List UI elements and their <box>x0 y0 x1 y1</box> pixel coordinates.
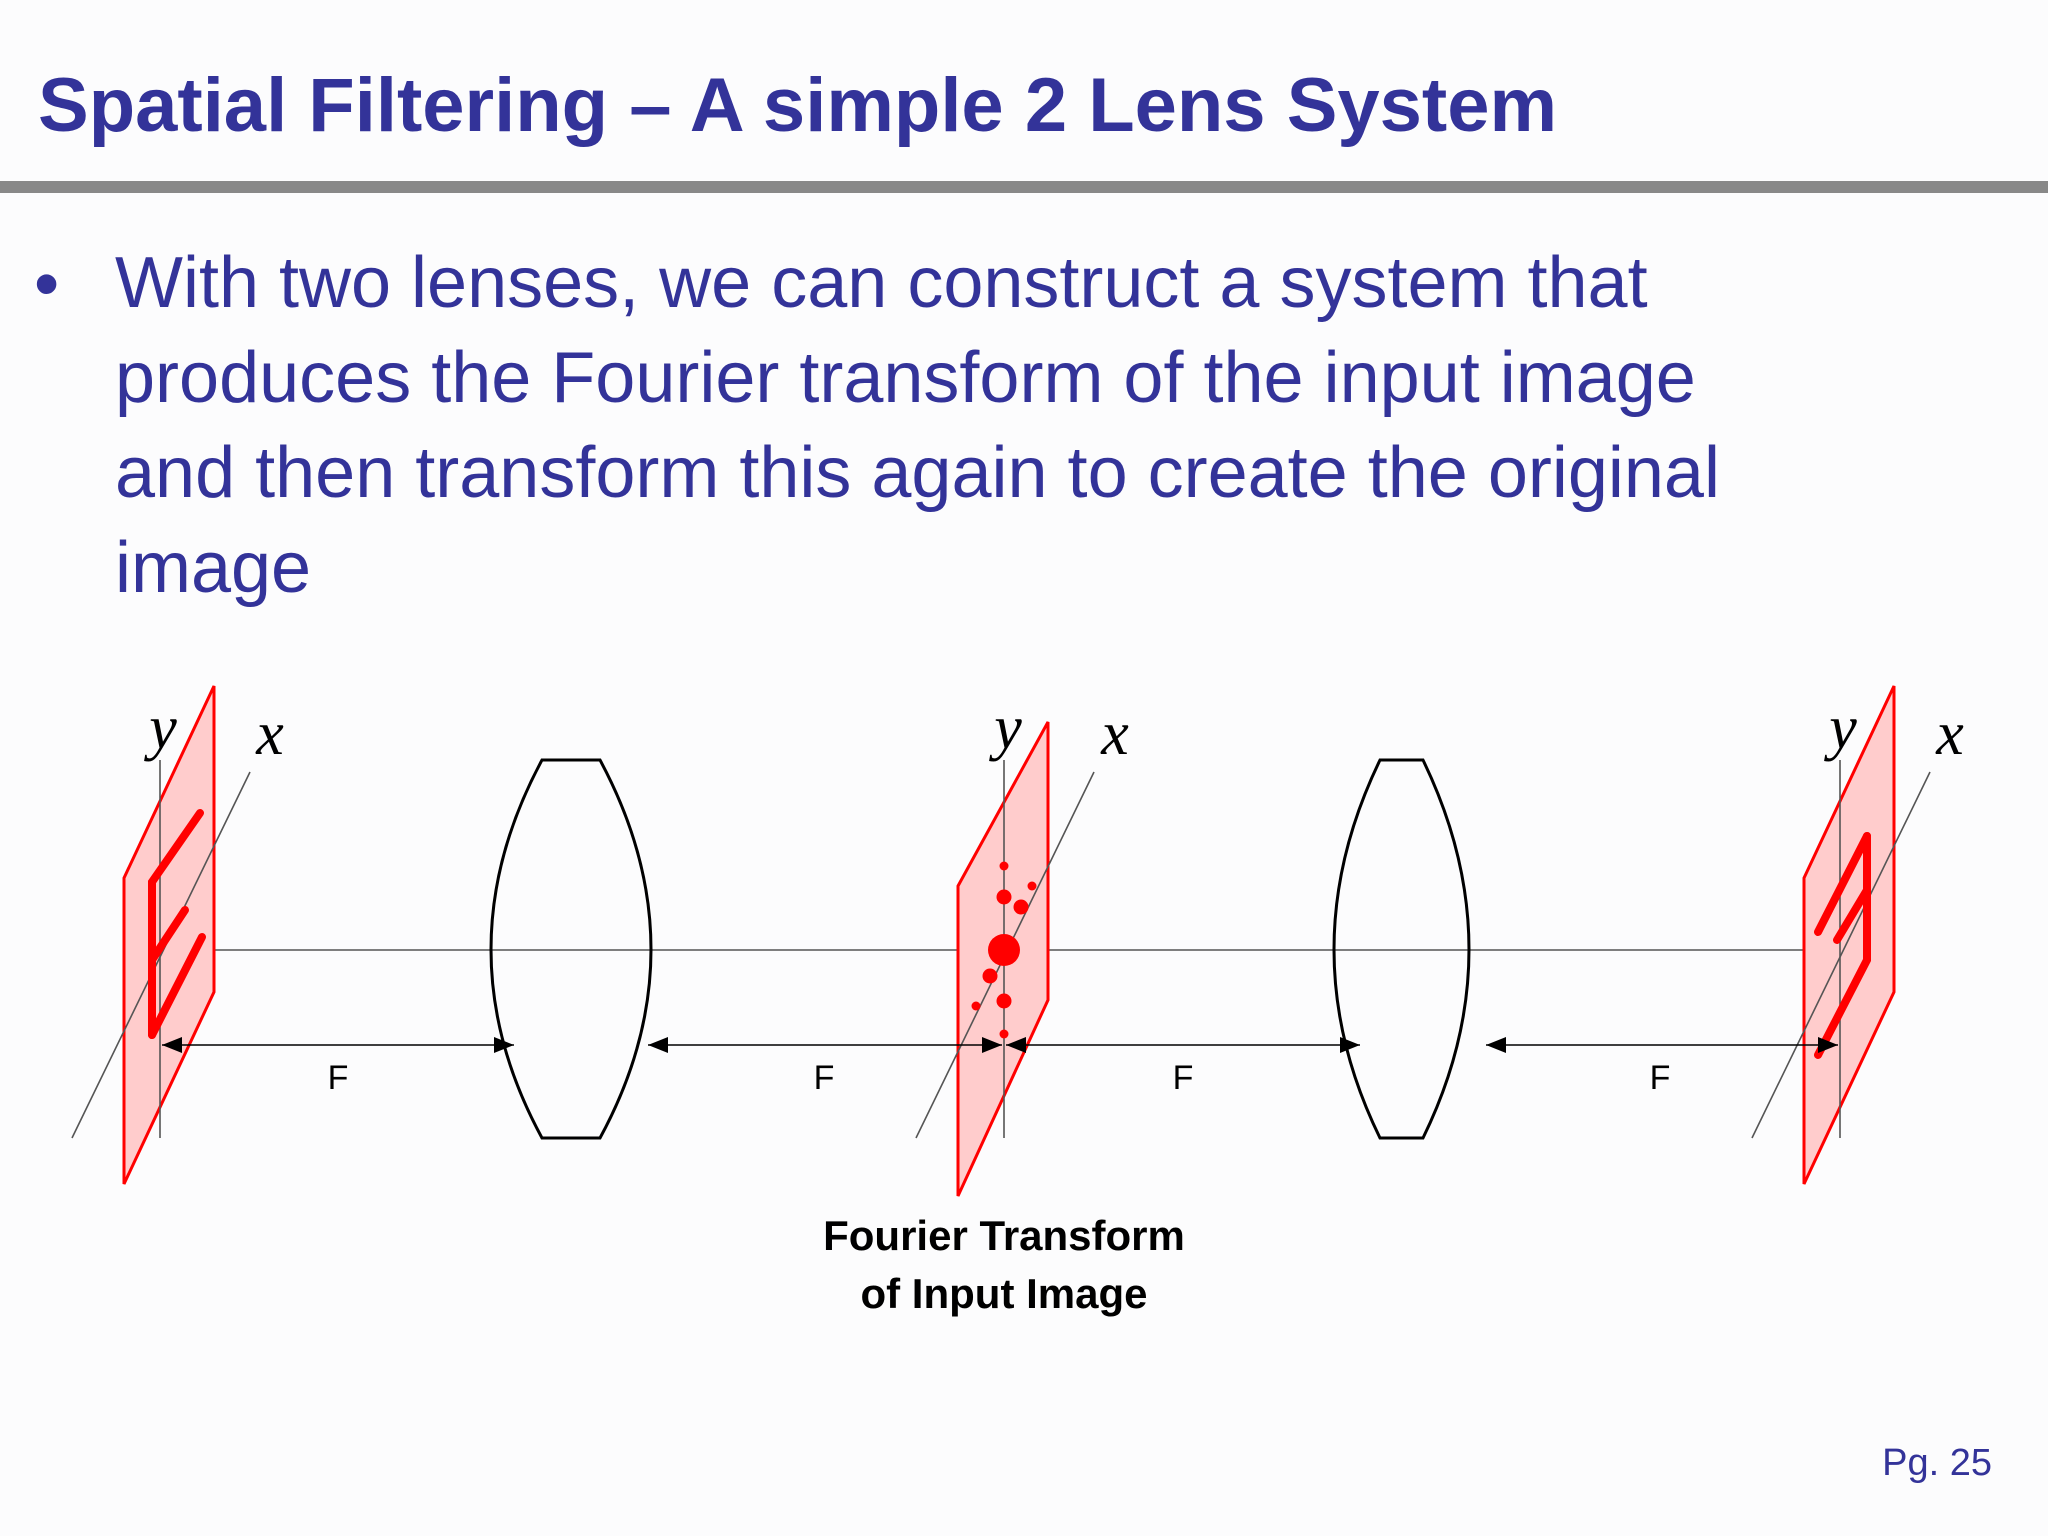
caption-line-1: Fourier Transform <box>823 1212 1185 1259</box>
input-plane: y x <box>71 685 284 1185</box>
output-x-axis <box>1751 771 1931 1139</box>
input-x-axis <box>71 771 251 1139</box>
spectrum-dot <box>999 1029 1009 1039</box>
caption-line-2: of Input Image <box>861 1270 1148 1317</box>
spectrum-dot-dc <box>988 934 1020 966</box>
input-y-label: y <box>143 694 177 762</box>
fourier-plane: y x <box>915 694 1129 1197</box>
output-plane-surface <box>1802 685 1896 1185</box>
output-x-label: x <box>1935 700 1964 768</box>
distance-label-3: F <box>1173 1059 1194 1097</box>
output-plane: y x <box>1751 685 1964 1185</box>
spectrum-dot <box>996 993 1012 1009</box>
fourier-spectrum-dots <box>971 861 1037 1039</box>
spectrum-dot <box>996 889 1012 905</box>
slide-title: Spatial Filtering – A simple 2 Lens Syst… <box>38 63 1558 148</box>
input-image-pattern <box>148 809 206 1039</box>
spectrum-dot <box>982 968 998 984</box>
output-image-pattern <box>1814 832 1871 1059</box>
lens-1 <box>489 758 653 1140</box>
spectrum-dot <box>1013 899 1029 915</box>
fourier-x-label: x <box>1100 700 1129 768</box>
fourier-y-label: y <box>988 694 1022 762</box>
bullet-text: With two lenses, we can construct a syst… <box>115 236 2015 616</box>
bullet-line-3: and then transform this again to create … <box>115 433 1720 513</box>
title-divider <box>0 181 2048 193</box>
output-y-label: y <box>1823 694 1857 762</box>
distance-label-2: F <box>814 1059 835 1097</box>
page-number: Pg. 25 <box>1882 1442 1992 1484</box>
fourier-caption: Fourier Transform of Input Image <box>823 1212 1185 1317</box>
lens-2 <box>1332 758 1471 1140</box>
spectrum-dot <box>999 861 1009 871</box>
spectrum-dot <box>1027 881 1037 891</box>
bullet-marker: • <box>34 244 60 324</box>
input-x-label: x <box>255 700 284 768</box>
bullet-line-1: With two lenses, we can construct a syst… <box>115 243 1648 323</box>
spectrum-dot <box>971 1001 981 1011</box>
bullet-line-4: image <box>115 528 312 608</box>
distance-label-1: F <box>328 1059 349 1097</box>
focal-distance-labels: F F F F <box>328 1059 1671 1097</box>
bullet-line-2: produces the Fourier transform of the in… <box>115 338 1696 418</box>
distance-label-4: F <box>1650 1059 1671 1097</box>
